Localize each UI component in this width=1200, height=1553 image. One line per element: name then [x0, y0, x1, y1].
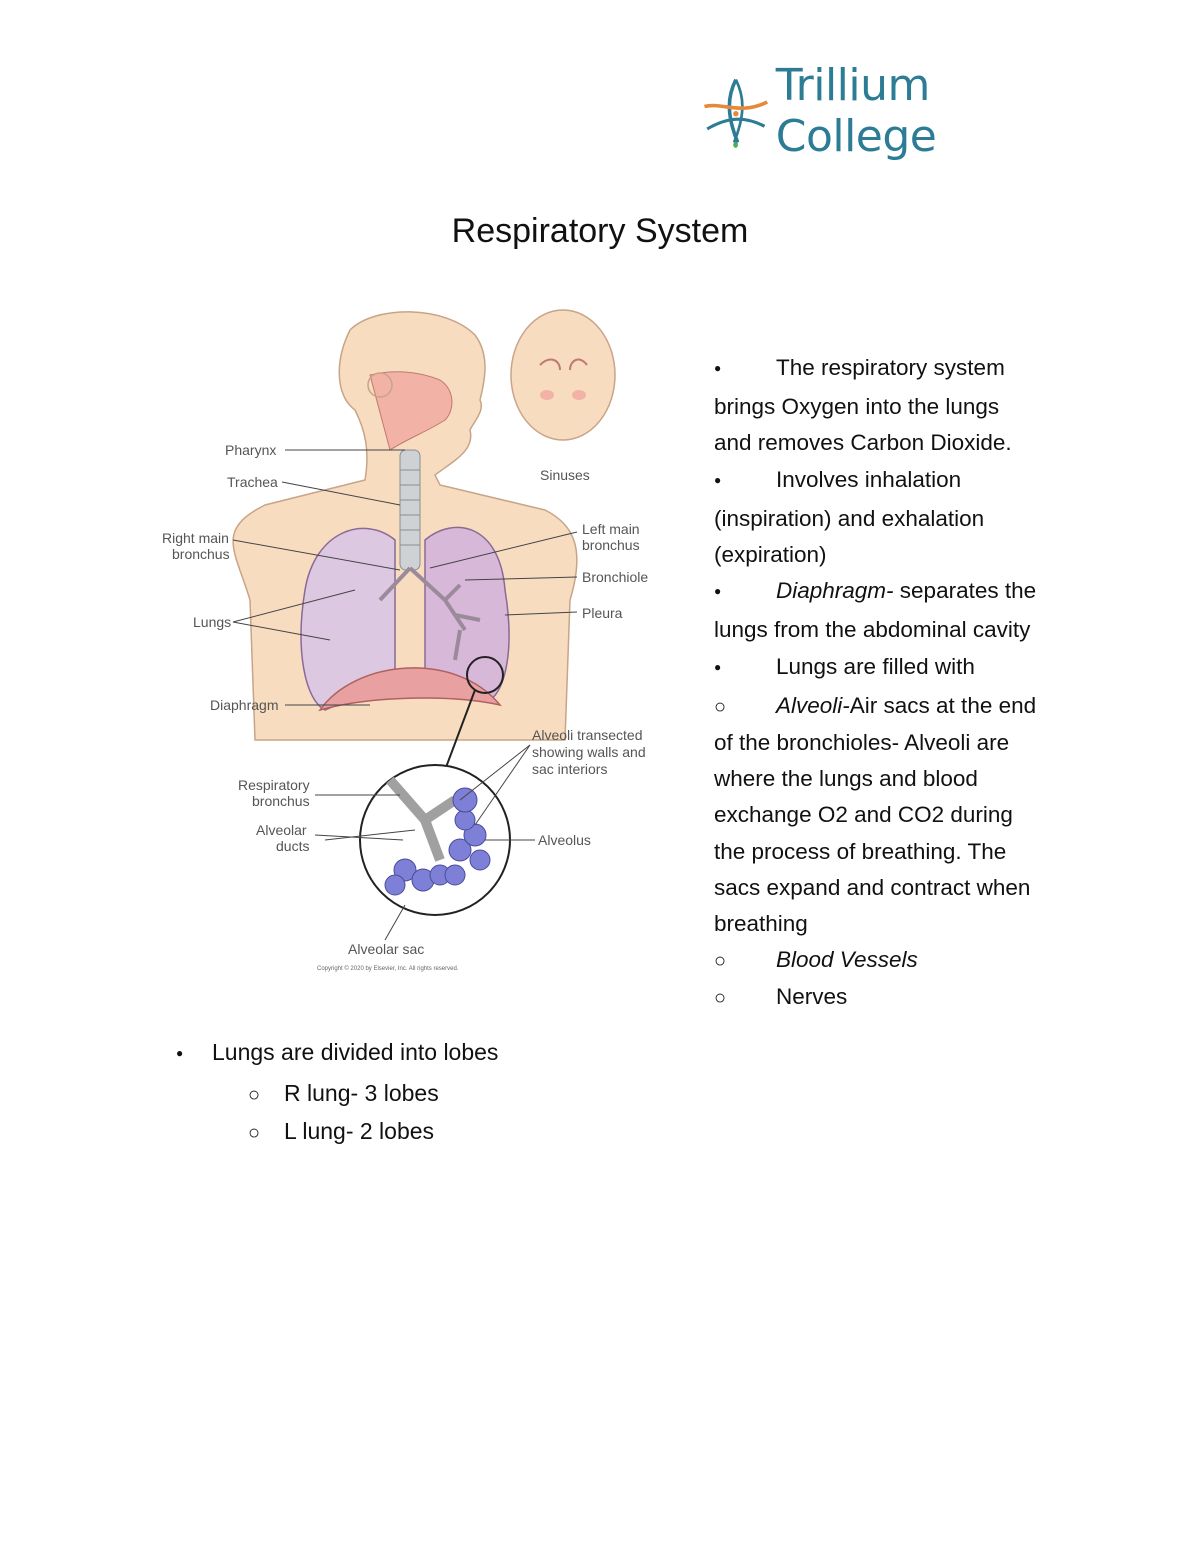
list-item: L lung- 2 lobes: [176, 1113, 498, 1152]
list-item: Lungs are divided into lobes: [176, 1034, 498, 1075]
notes-column: The respiratory system brings Oxygen int…: [714, 350, 1064, 1017]
label-right-main-bronchus-1: Right main: [162, 530, 229, 546]
note-line: The respiratory system: [714, 350, 1064, 389]
circle-bullet-icon: [714, 942, 776, 979]
logo-text: Trillium College: [775, 60, 937, 162]
label-bronchiole: Bronchiole: [582, 569, 648, 585]
note-line: Lungs are filled with: [714, 649, 1064, 688]
note-line: Involves inhalation: [714, 462, 1064, 501]
note-line: Diaphragm- separates the: [714, 573, 1064, 612]
label-sinuses: Sinuses: [540, 467, 590, 483]
note-line: of the bronchioles- Alveoli are: [714, 730, 1010, 756]
bullet-icon: [714, 350, 776, 389]
copyright-notice: Copyright © 2020 by Elsevier, Inc. All r…: [317, 965, 459, 972]
note-line: (expiration): [714, 542, 827, 568]
label-left-main-bronchus-2: bronchus: [582, 537, 640, 553]
sinus-head-illustration: [510, 309, 616, 441]
bullet-icon: [176, 1034, 212, 1075]
respiratory-system-illustration: Pharynx Trachea Sinuses Right main bronc…: [162, 309, 648, 972]
note-line: exchange O2 and CO2 during: [714, 802, 1013, 828]
label-alveoli-2: showing walls and: [532, 744, 646, 760]
note-line: (inspiration) and exhalation: [714, 505, 985, 531]
trillium-flower-icon: [704, 78, 769, 148]
bullet-icon: [714, 573, 776, 612]
diaphragm-shape: [318, 667, 502, 712]
label-lungs: Lungs: [193, 614, 231, 630]
ear-shape: [367, 372, 393, 398]
note-line: Blood Vessels: [714, 942, 1064, 979]
note-line: lungs from the abdominal cavity: [714, 617, 1031, 643]
circle-bullet-icon: [248, 1075, 284, 1114]
label-alveolus: Alveolus: [538, 832, 591, 848]
note-line: sacs expand and contract when: [714, 874, 1031, 900]
label-alveolar-sac: Alveolar sac: [348, 941, 424, 957]
circle-bullet-icon: [714, 688, 776, 725]
trachea-shape: [399, 449, 421, 571]
label-alveoli-3: sac interiors: [532, 761, 607, 777]
lobes-list: Lungs are divided into lobes R lung- 3 l…: [176, 1034, 498, 1152]
label-trachea: Trachea: [227, 474, 278, 490]
label-diaphragm: Diaphragm: [210, 697, 278, 713]
list-item: R lung- 3 lobes: [176, 1075, 498, 1114]
college-logo: Trillium College: [700, 60, 1070, 162]
note-line: where the lungs and blood: [714, 766, 978, 792]
bullet-icon: [714, 649, 776, 688]
label-left-main-bronchus-1: Left main: [582, 521, 640, 537]
label-alveoli-1: Alveoli transected: [532, 727, 643, 743]
note-line: breathing: [714, 911, 808, 937]
label-pharynx: Pharynx: [225, 442, 276, 458]
right-lung-shape: [300, 527, 396, 711]
note-line: brings Oxygen into the lungs: [714, 394, 1000, 420]
label-right-main-bronchus-2: bronchus: [172, 546, 230, 562]
note-line: and removes Carbon Dioxide.: [714, 430, 1012, 456]
note-line: Nerves: [714, 979, 1064, 1016]
label-respiratory-bronchus-2: bronchus: [252, 793, 310, 809]
circle-bullet-icon: [248, 1113, 284, 1152]
circle-bullet-icon: [714, 979, 776, 1016]
bullet-icon: [714, 462, 776, 501]
label-alveolar-ducts-1: Alveolar: [256, 822, 307, 838]
label-pleura: Pleura: [582, 605, 623, 621]
label-respiratory-bronchus-1: Respiratory: [238, 777, 310, 793]
note-line: Alveoli-Air sacs at the end: [714, 688, 1064, 725]
page-title: Respiratory System: [451, 212, 749, 250]
label-alveolar-ducts-2: ducts: [276, 838, 309, 854]
note-line: the process of breathing. The: [714, 838, 1007, 864]
